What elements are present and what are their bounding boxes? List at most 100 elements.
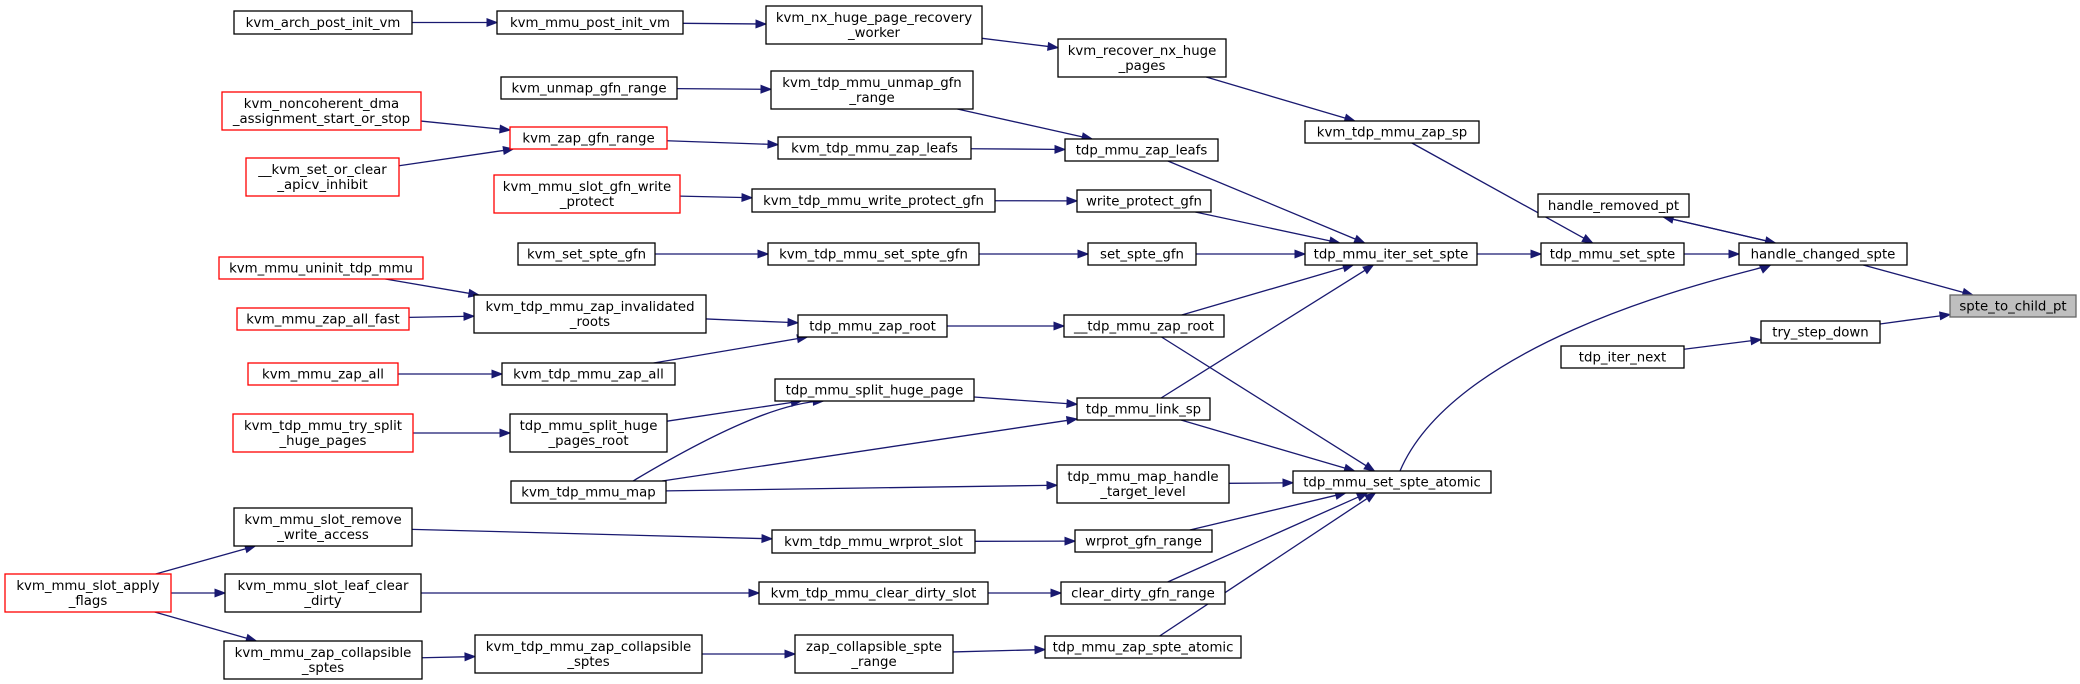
- node-recover-nx[interactable]: kvm_recover_nx_huge_pages: [1057, 38, 1227, 78]
- node-wrprot-gfn-range[interactable]: wrprot_gfn_range: [1074, 529, 1213, 553]
- node-spte-to-child[interactable]: spte_to_child_pt: [1949, 294, 2077, 318]
- node-tdp-set-spte-gfn[interactable]: kvm_tdp_mmu_set_spte_gfn: [767, 242, 980, 266]
- node-box[interactable]: [517, 242, 656, 266]
- node-box[interactable]: [1044, 635, 1242, 659]
- node-box[interactable]: [1560, 345, 1685, 369]
- node-tdp-clear-dirty[interactable]: kvm_tdp_mmu_clear_dirty_slot: [758, 581, 989, 605]
- node-box[interactable]: [221, 91, 422, 131]
- node-box[interactable]: [1537, 193, 1690, 218]
- node-box[interactable]: [797, 314, 948, 338]
- node-zap-invalidated[interactable]: kvm_tdp_mmu_zap_invalidated_roots: [473, 294, 707, 334]
- node-box[interactable]: [245, 157, 400, 197]
- node-box[interactable]: [500, 76, 678, 100]
- node-box[interactable]: [777, 136, 972, 160]
- node-box[interactable]: [794, 634, 954, 674]
- node-box[interactable]: [765, 5, 983, 45]
- node-box[interactable]: [1087, 242, 1197, 266]
- node-iter-set-spte[interactable]: tdp_mmu_iter_set_spte: [1304, 242, 1478, 266]
- node-box[interactable]: [1076, 397, 1211, 421]
- node-box[interactable]: [1076, 189, 1212, 213]
- node-link-sp[interactable]: tdp_mmu_link_sp: [1076, 397, 1211, 421]
- node-box[interactable]: [501, 362, 676, 386]
- node-iter-next[interactable]: tdp_iter_next: [1560, 345, 1685, 369]
- node-box[interactable]: [1292, 470, 1492, 494]
- node-box[interactable]: [1064, 138, 1219, 162]
- node-map-handle[interactable]: tdp_mmu_map_handle_target_level: [1056, 464, 1230, 504]
- node-box[interactable]: [1304, 120, 1480, 144]
- node-set-spte-atomic[interactable]: tdp_mmu_set_spte_atomic: [1292, 470, 1492, 494]
- node-handle-removed[interactable]: handle_removed_pt: [1537, 193, 1690, 218]
- node-box[interactable]: [236, 307, 410, 331]
- node-uninit-tdp[interactable]: kvm_mmu_uninit_tdp_mmu: [218, 256, 424, 280]
- node-tdp-zap-leafs[interactable]: kvm_tdp_mmu_zap_leafs: [777, 136, 972, 160]
- node-box[interactable]: [509, 126, 668, 150]
- node-box[interactable]: [218, 256, 424, 280]
- node-tdp-wp-gfn[interactable]: kvm_tdp_mmu_write_protect_gfn: [751, 188, 996, 213]
- node-clear-dirty-range[interactable]: clear_dirty_gfn_range: [1060, 581, 1226, 605]
- node-try-split[interactable]: kvm_tdp_mmu_try_split_huge_pages: [232, 413, 414, 453]
- node-box[interactable]: [493, 174, 681, 214]
- node-split-huge[interactable]: tdp_mmu_split_huge_page: [774, 378, 975, 402]
- node-slot-leaf-clear[interactable]: kvm_mmu_slot_leaf_clear_dirty: [224, 573, 422, 613]
- node-zap-spte-atomic[interactable]: tdp_mmu_zap_spte_atomic: [1044, 635, 1242, 659]
- node-set-spte-gfn[interactable]: kvm_set_spte_gfn: [517, 242, 656, 266]
- node-apicv[interactable]: __kvm_set_or_clear_apicv_inhibit: [245, 157, 400, 197]
- node-box[interactable]: [473, 294, 707, 334]
- node-box[interactable]: [770, 70, 974, 110]
- node-box[interactable]: [1540, 242, 1685, 266]
- node-box[interactable]: [232, 413, 414, 453]
- node-box[interactable]: [1949, 294, 2077, 318]
- node-slot-remove-write[interactable]: kvm_mmu_slot_remove_write_access: [233, 507, 413, 547]
- node-box[interactable]: [223, 640, 423, 680]
- node-handle-changed[interactable]: handle_changed_spte: [1738, 242, 1908, 266]
- node-box[interactable]: [4, 573, 172, 613]
- node-tdp-zap-all[interactable]: kvm_tdp_mmu_zap_all: [501, 362, 676, 386]
- node-slot-gfn-wp[interactable]: kvm_mmu_slot_gfn_write_protect: [493, 174, 681, 214]
- node-unmap-gfn-range[interactable]: kvm_unmap_gfn_range: [500, 76, 678, 100]
- node-box[interactable]: [1056, 464, 1230, 504]
- node-zap-gfn-range[interactable]: kvm_zap_gfn_range: [509, 126, 668, 150]
- node-box[interactable]: [1760, 320, 1881, 344]
- node-tdp-zap-collapsible[interactable]: kvm_tdp_mmu_zap_collapsible_sptes: [474, 634, 703, 674]
- node-set-spte-gfn2[interactable]: set_spte_gfn: [1087, 242, 1197, 266]
- node-box[interactable]: [1063, 314, 1225, 338]
- node-mmu-zap-all[interactable]: kvm_mmu_zap_all: [247, 362, 399, 386]
- node-arch-post-init[interactable]: kvm_arch_post_init_vm: [233, 10, 413, 35]
- node-zap-leafs[interactable]: tdp_mmu_zap_leafs: [1064, 138, 1219, 162]
- node-tdp-wrprot-slot[interactable]: kvm_tdp_mmu_wrprot_slot: [771, 529, 976, 554]
- node-box[interactable]: [771, 529, 976, 554]
- node-noncoherent[interactable]: kvm_noncoherent_dma_assignment_start_or_…: [221, 91, 422, 131]
- node-box[interactable]: [774, 378, 975, 402]
- node-box[interactable]: [1060, 581, 1226, 605]
- node-box[interactable]: [1738, 242, 1908, 266]
- node-slot-apply-flags[interactable]: kvm_mmu_slot_apply_flags: [4, 573, 172, 613]
- node-zap-root[interactable]: tdp_mmu_zap_root: [797, 314, 948, 338]
- node-set-spte[interactable]: tdp_mmu_set_spte: [1540, 242, 1685, 266]
- node-try-step-down[interactable]: try_step_down: [1760, 320, 1881, 344]
- node---zap-root[interactable]: __tdp_mmu_zap_root: [1063, 314, 1225, 338]
- node-tdp-unmap-gfn[interactable]: kvm_tdp_mmu_unmap_gfn_range: [770, 70, 974, 110]
- node-box[interactable]: [474, 634, 703, 674]
- node-zap-sp[interactable]: kvm_tdp_mmu_zap_sp: [1304, 120, 1480, 144]
- node-box[interactable]: [1304, 242, 1478, 266]
- node-box[interactable]: [1074, 529, 1213, 553]
- node-tdp-map[interactable]: kvm_tdp_mmu_map: [510, 480, 667, 504]
- node-box[interactable]: [233, 10, 413, 35]
- node-box[interactable]: [767, 242, 980, 266]
- node-nx-recovery[interactable]: kvm_nx_huge_page_recovery_worker: [765, 5, 983, 45]
- node-box[interactable]: [510, 480, 667, 504]
- node-box[interactable]: [224, 573, 422, 613]
- node-box[interactable]: [1057, 38, 1227, 78]
- node-box[interactable]: [751, 188, 996, 213]
- node-box[interactable]: [233, 507, 413, 547]
- node-mmu-post-init[interactable]: kvm_mmu_post_init_vm: [496, 10, 684, 35]
- node-box[interactable]: [496, 10, 684, 35]
- node-zap-collapsible-range[interactable]: zap_collapsible_spte_range: [794, 634, 954, 674]
- node-split-root[interactable]: tdp_mmu_split_huge_pages_root: [509, 413, 668, 453]
- node-wp-gfn[interactable]: write_protect_gfn: [1076, 189, 1212, 213]
- node-box[interactable]: [247, 362, 399, 386]
- node-zap-collapsible[interactable]: kvm_mmu_zap_collapsible_sptes: [223, 640, 423, 680]
- node-box[interactable]: [758, 581, 989, 605]
- node-box[interactable]: [509, 413, 668, 453]
- node-zap-all-fast[interactable]: kvm_mmu_zap_all_fast: [236, 307, 410, 331]
